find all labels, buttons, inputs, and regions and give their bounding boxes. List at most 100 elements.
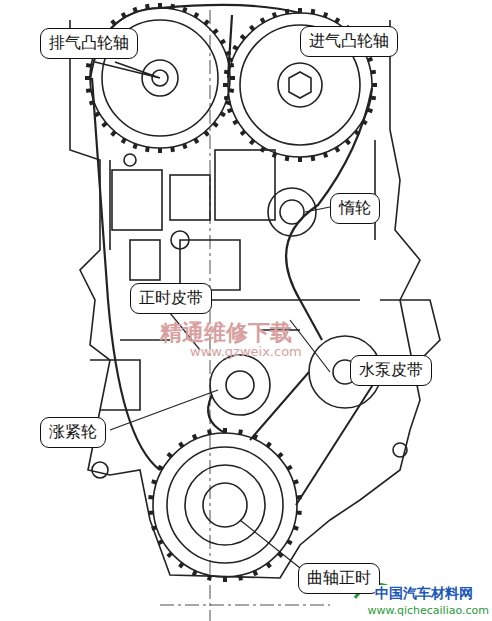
- gear-tooth: [86, 88, 92, 93]
- gear-tooth: [367, 108, 373, 113]
- gear-tooth: [101, 121, 107, 127]
- gear-tooth: [323, 12, 328, 18]
- gear-tooth: [110, 19, 116, 25]
- gear-tooth: [272, 152, 277, 158]
- gear-tooth: [157, 539, 163, 545]
- gear-tooth: [225, 100, 231, 105]
- gear-tooth: [296, 511, 301, 516]
- gear-tooth: [158, 148, 162, 153]
- gear-tooth: [224, 96, 230, 101]
- logo-url: www.qichecailiao.com: [367, 604, 489, 617]
- gear-tooth: [249, 139, 255, 145]
- callout-box: 水泵皮带: [350, 355, 432, 386]
- gear-tooth: [207, 575, 212, 581]
- gear-tooth: [285, 9, 290, 15]
- gear-tooth: [238, 575, 243, 581]
- gear-tooth: [224, 70, 230, 75]
- gear-tooth: [272, 12, 277, 18]
- gear-tooth: [334, 146, 340, 152]
- gear-tooth: [354, 130, 360, 136]
- gear-tooth: [293, 525, 299, 530]
- gear-tooth: [203, 19, 209, 25]
- gear-tooth: [286, 539, 292, 545]
- watermark-url: www.gzweix.com: [190, 344, 302, 359]
- gear-tooth: [203, 130, 209, 136]
- gear-tooth: [249, 25, 255, 31]
- gear-tooth: [207, 429, 212, 435]
- gear-tooth: [145, 147, 150, 153]
- gear-tooth: [230, 76, 235, 80]
- gear-tooth: [94, 111, 100, 117]
- callout-box: 曲轴正时: [298, 563, 380, 594]
- gear-tooth: [371, 70, 377, 75]
- callout-box: 正时皮带: [130, 283, 212, 314]
- gear-tooth: [193, 12, 199, 18]
- gear-tooth: [252, 570, 258, 576]
- part-label: 进气凸轮轴: [309, 31, 389, 50]
- gear-tooth: [220, 39, 226, 45]
- gear-tooth: [232, 45, 238, 51]
- gear-tooth: [367, 57, 373, 62]
- gear-tooth: [220, 111, 226, 117]
- gear-tooth: [151, 525, 157, 530]
- gear-tooth: [372, 83, 377, 87]
- gear-tooth: [311, 9, 316, 15]
- gear-tooth: [121, 12, 127, 18]
- gear-tooth: [89, 100, 95, 105]
- gear-tooth: [286, 465, 292, 471]
- gear-tooth: [170, 147, 175, 153]
- gear-tooth: [277, 552, 283, 558]
- part-label: 惰轮: [339, 198, 371, 217]
- gear-tooth: [132, 7, 137, 13]
- gear-tooth: [260, 146, 266, 152]
- gear-tooth: [212, 28, 218, 34]
- gear-tooth: [178, 562, 184, 568]
- part-label: 水泵皮带: [359, 360, 423, 379]
- gear-tooth: [345, 139, 351, 145]
- gear-tooth: [229, 63, 235, 68]
- part-label: 排气凸轮轴: [49, 33, 129, 52]
- gear-tooth: [277, 452, 283, 458]
- part-label: 正时皮带: [139, 288, 203, 307]
- gear-tooth: [311, 156, 316, 162]
- gear-tooth: [121, 138, 127, 144]
- gear-tooth: [182, 7, 187, 13]
- gear-tooth: [285, 156, 290, 162]
- gear-tooth: [238, 429, 243, 435]
- gear-tooth: [182, 143, 187, 149]
- gear-tooth: [145, 4, 150, 10]
- gear-tooth: [151, 479, 157, 484]
- gear-tooth: [296, 495, 301, 500]
- gear-tooth: [293, 479, 299, 484]
- gear-tooth: [266, 562, 272, 568]
- gear-tooth: [232, 119, 238, 125]
- gear-tooth: [132, 143, 137, 149]
- gear-tooth: [227, 57, 233, 62]
- watermark: 精通维修下载: [160, 318, 292, 348]
- logo-name: 中国汽车材料网: [375, 585, 473, 603]
- gear-tooth: [110, 130, 116, 136]
- gear-tooth: [323, 152, 328, 158]
- gear-tooth: [229, 88, 235, 93]
- gear-tooth: [148, 511, 153, 516]
- gear-tooth: [334, 17, 340, 23]
- gear-tooth: [170, 4, 175, 10]
- callout-box: 进气凸轮轴: [300, 26, 398, 57]
- gear-tooth: [260, 17, 266, 23]
- gear-tooth: [85, 76, 90, 80]
- gear-tooth: [192, 434, 198, 440]
- gear-tooth: [240, 34, 246, 40]
- gear-tooth: [166, 552, 172, 558]
- gear-tooth: [298, 8, 302, 13]
- callout-box: 涨紧轮: [40, 417, 106, 448]
- gear-tooth: [212, 121, 218, 127]
- gear-tooth: [227, 108, 233, 113]
- callout-box: 排气凸轮轴: [40, 28, 138, 59]
- gear-tooth: [86, 63, 92, 68]
- gear-tooth: [240, 130, 246, 136]
- gear-tooth: [192, 570, 198, 576]
- part-label: 曲轴正时: [307, 568, 371, 587]
- gear-tooth: [157, 465, 163, 471]
